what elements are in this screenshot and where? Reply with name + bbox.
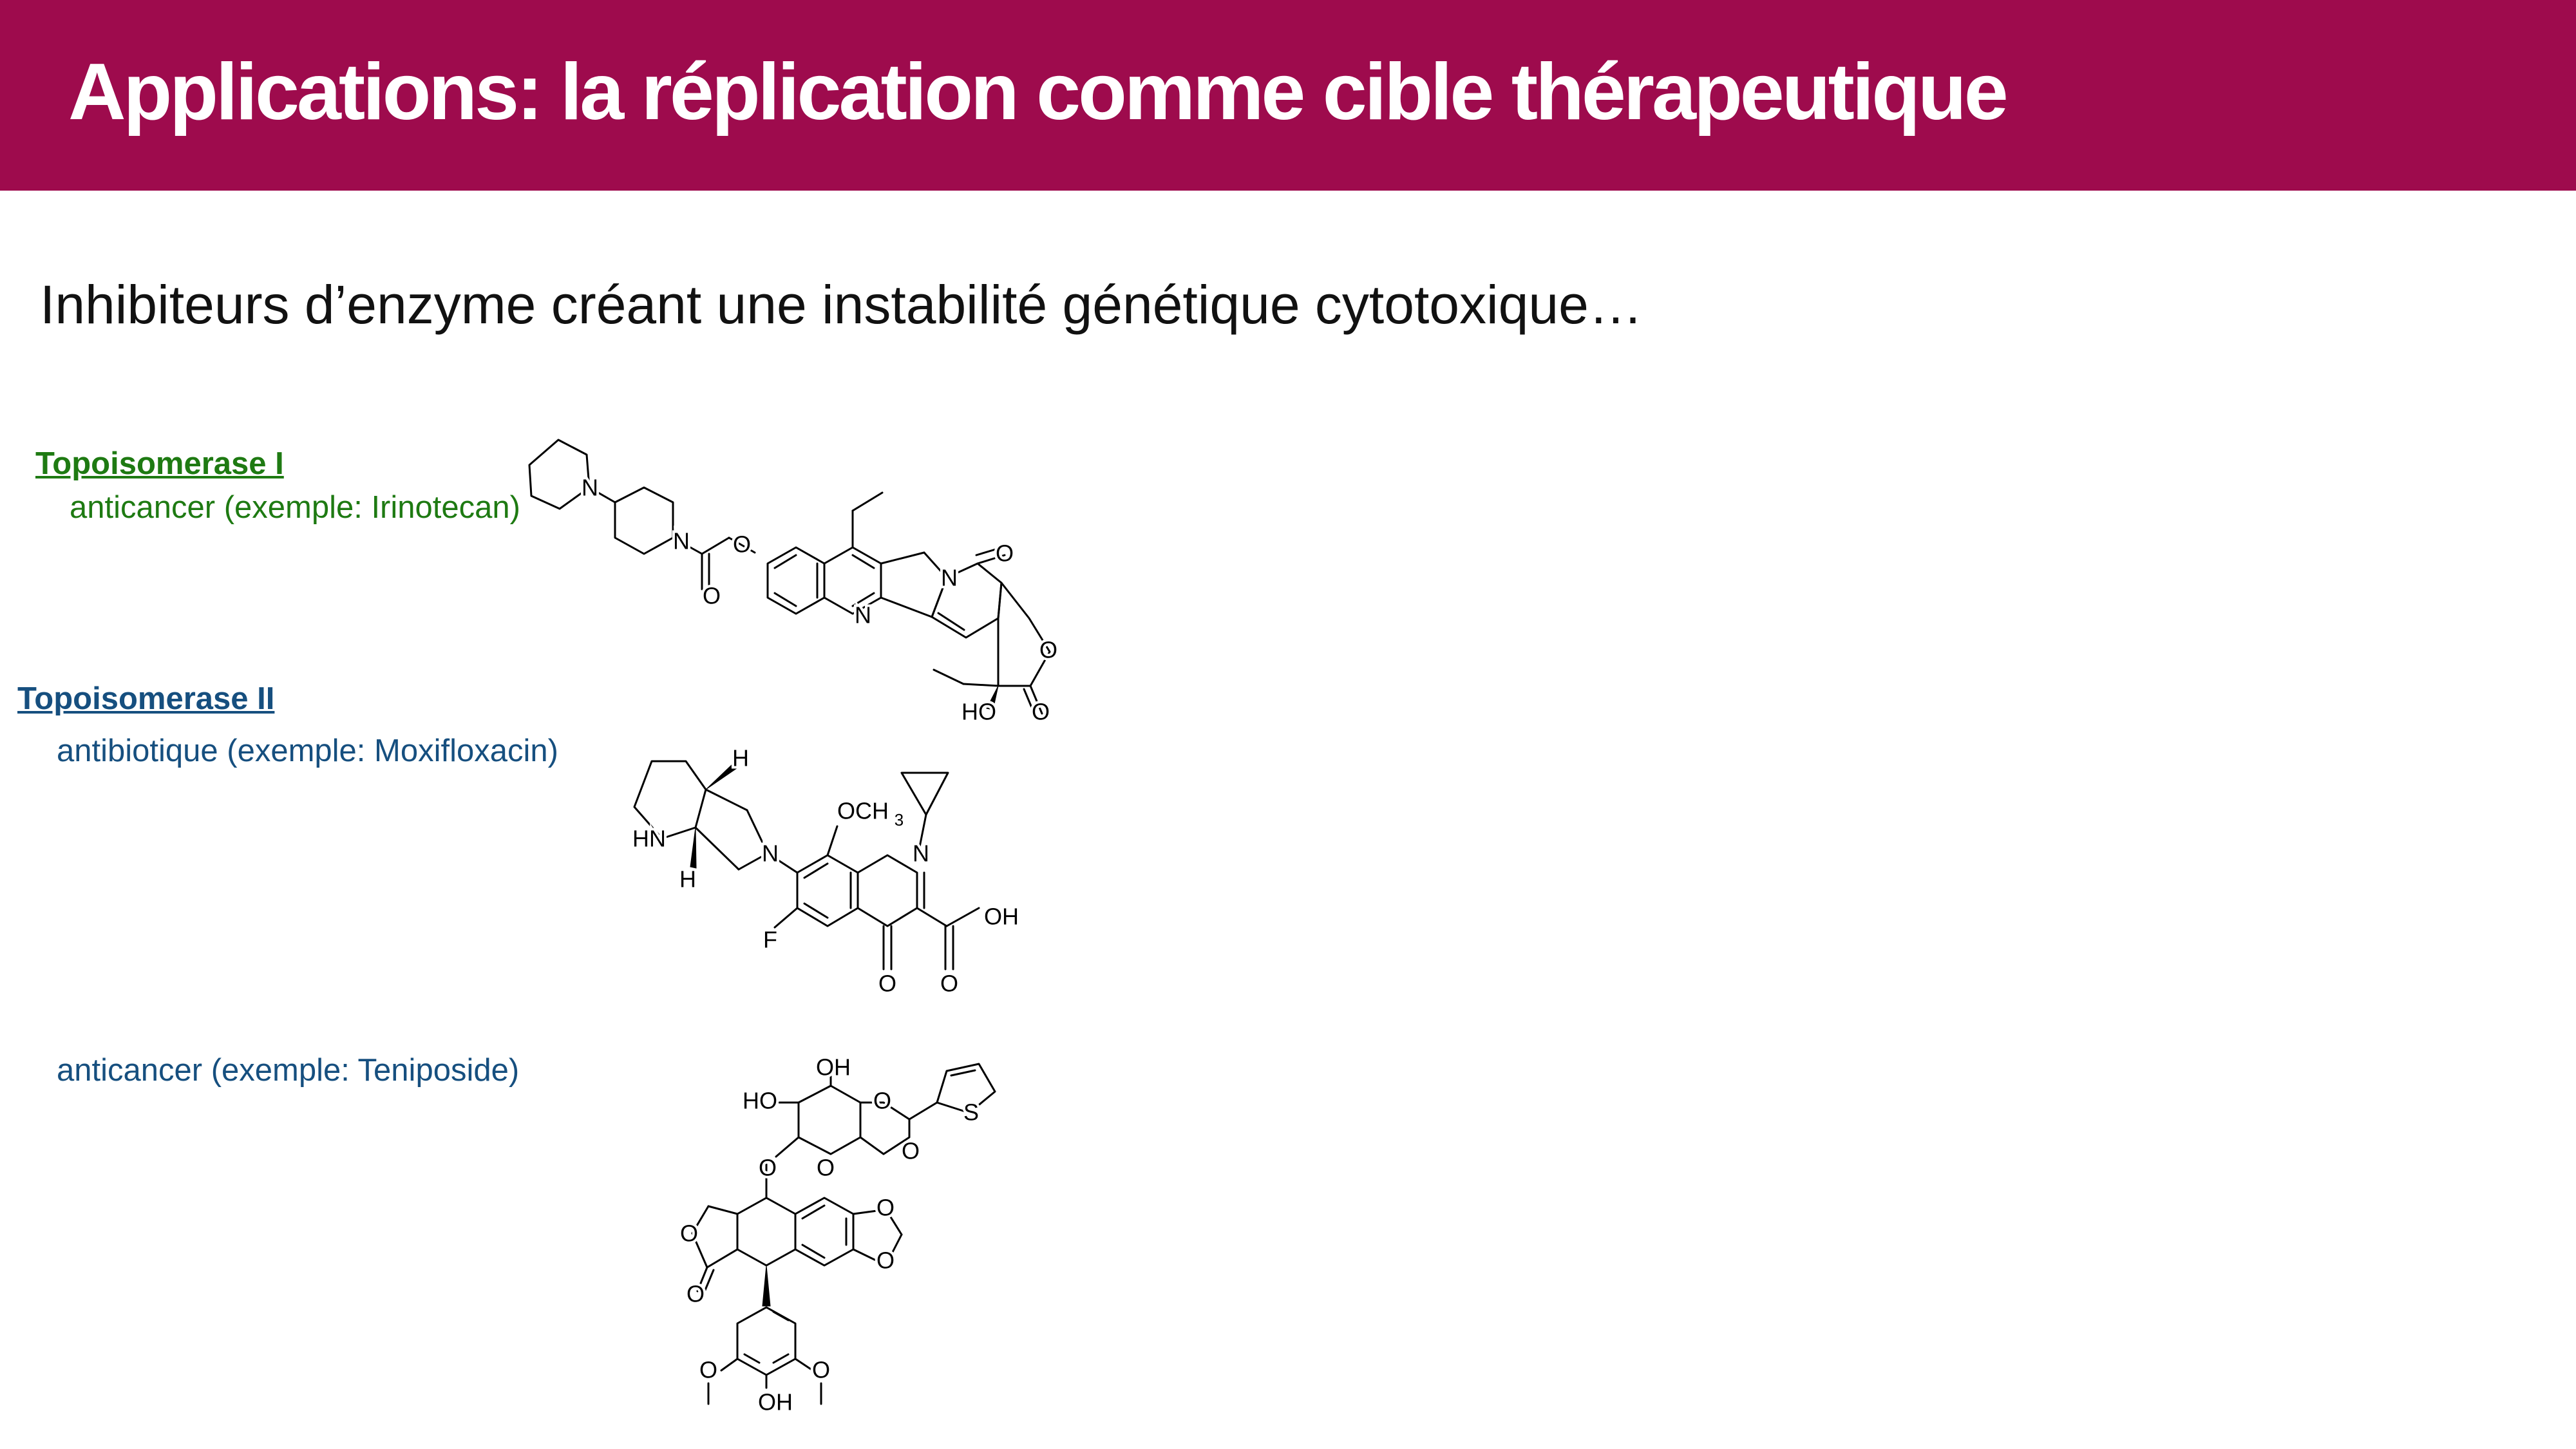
slide-title: Applications: la réplication comme cible… xyxy=(68,48,2009,137)
atom-label: O xyxy=(940,971,958,997)
topoisomerase-1-heading: Topoisomerase I xyxy=(35,446,284,481)
irinotecan-structure-icon: N N O O N N O O O HO xyxy=(528,439,1060,728)
atom-label: O xyxy=(703,583,721,609)
atom-label: O xyxy=(1032,699,1050,725)
atom-label: O xyxy=(873,1088,891,1114)
atom-label: O xyxy=(876,1247,895,1274)
atom-label: HN xyxy=(632,826,666,852)
atom-label: N xyxy=(582,475,598,501)
atom-label: O xyxy=(812,1357,830,1383)
atom-label: O xyxy=(817,1155,835,1181)
atom-label: OH xyxy=(758,1389,793,1416)
moxifloxacin-structure-icon: H HN H N OCH 3 N F O O OH xyxy=(630,743,1021,999)
atom-label: N xyxy=(762,840,779,867)
atom-label: OH xyxy=(816,1054,851,1081)
atom-label: O xyxy=(687,1281,705,1307)
atom-label: F xyxy=(763,927,777,953)
atom-label: N xyxy=(941,565,958,591)
moxifloxacin-label: antibiotique (exemple: Moxifloxacin) xyxy=(57,734,558,768)
slide-subtitle: Inhibiteurs d’enzyme créant une instabil… xyxy=(40,274,1643,335)
atom-label: OH xyxy=(984,904,1019,930)
atom-label: O xyxy=(1039,637,1057,663)
atom-label: O xyxy=(876,1195,895,1221)
atom-label: HO xyxy=(961,699,996,725)
atom-label: O xyxy=(680,1220,698,1247)
atom-label: S xyxy=(963,1099,979,1126)
atom-label: HO xyxy=(743,1088,777,1114)
atom-label: N xyxy=(913,840,929,867)
atom-label: O xyxy=(759,1155,777,1181)
atom-label: O xyxy=(699,1357,717,1383)
atom-label: O xyxy=(733,531,751,558)
atom-label: O xyxy=(902,1138,920,1164)
irinotecan-label: anticancer (exemple: Irinotecan) xyxy=(70,490,520,525)
atom-label: N xyxy=(673,528,690,554)
atom-label: H xyxy=(679,866,696,893)
atom-label: N xyxy=(855,602,871,629)
atom-label: O xyxy=(996,540,1014,567)
atom-label: O xyxy=(878,971,896,997)
atom-subscript: 3 xyxy=(895,810,904,829)
title-bar: Applications: la réplication comme cible… xyxy=(0,0,2576,191)
topoisomerase-2-heading: Topoisomerase II xyxy=(17,681,275,716)
teniposide-structure-icon: OH HO O O S O O O O O O O O OH xyxy=(677,1052,996,1418)
teniposide-label: anticancer (exemple: Teniposide) xyxy=(57,1053,520,1088)
atom-label: H xyxy=(732,745,749,772)
atom-label: OCH xyxy=(837,798,889,824)
